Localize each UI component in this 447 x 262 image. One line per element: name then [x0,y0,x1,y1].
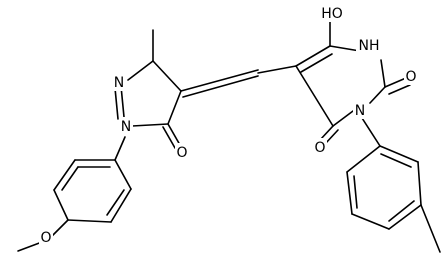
bond [300,53,333,73]
bond [114,136,126,161]
bond [61,166,79,191]
bond [295,45,331,67]
bond [53,159,76,191]
pyrazole-nitrogen-left-label: N [114,75,124,91]
bonds [17,20,441,253]
bond [180,69,259,92]
bond [324,129,339,145]
bond [380,59,386,88]
carbonyl-oxygen-lower-label: O [314,140,325,156]
bond [67,219,112,223]
bond [346,171,353,215]
bond [351,213,390,230]
bond [384,77,407,88]
bond [106,189,125,216]
bond [369,86,386,104]
bond [420,204,441,253]
bond [295,65,334,127]
bond [361,117,381,147]
bond [388,84,411,95]
bond [380,153,412,168]
bond [319,125,334,141]
pyrazole-nitrogen-bottom-label: N [121,119,131,135]
bond [329,45,361,52]
bond [162,126,176,149]
bond [127,60,154,81]
bond [167,123,181,146]
pyrazolone-oxygen-label: O [176,145,187,161]
methoxy-oxygen-label: O [40,230,51,246]
atom-labels: HO NH O N O N N O O [39,4,418,246]
bond [182,75,259,98]
nh-label: NH [359,38,380,54]
bond [17,241,43,252]
bond [53,189,69,221]
bond [379,145,419,163]
bond [332,110,354,127]
bond [110,188,132,223]
bond [257,65,297,74]
bond [167,90,182,125]
bond [388,200,415,222]
bond [114,159,132,190]
bond [388,204,422,230]
oh-label: HO [321,6,343,22]
bond [114,87,119,120]
pyrimidine-nitrogen-label: N [355,103,365,119]
bond [152,60,182,92]
bond [120,85,125,118]
bond [131,123,169,127]
bond [51,219,69,237]
carbonyl-oxygen-upper-label: O [405,69,416,85]
bond [417,161,422,206]
bond [346,145,381,173]
bond [353,175,358,209]
